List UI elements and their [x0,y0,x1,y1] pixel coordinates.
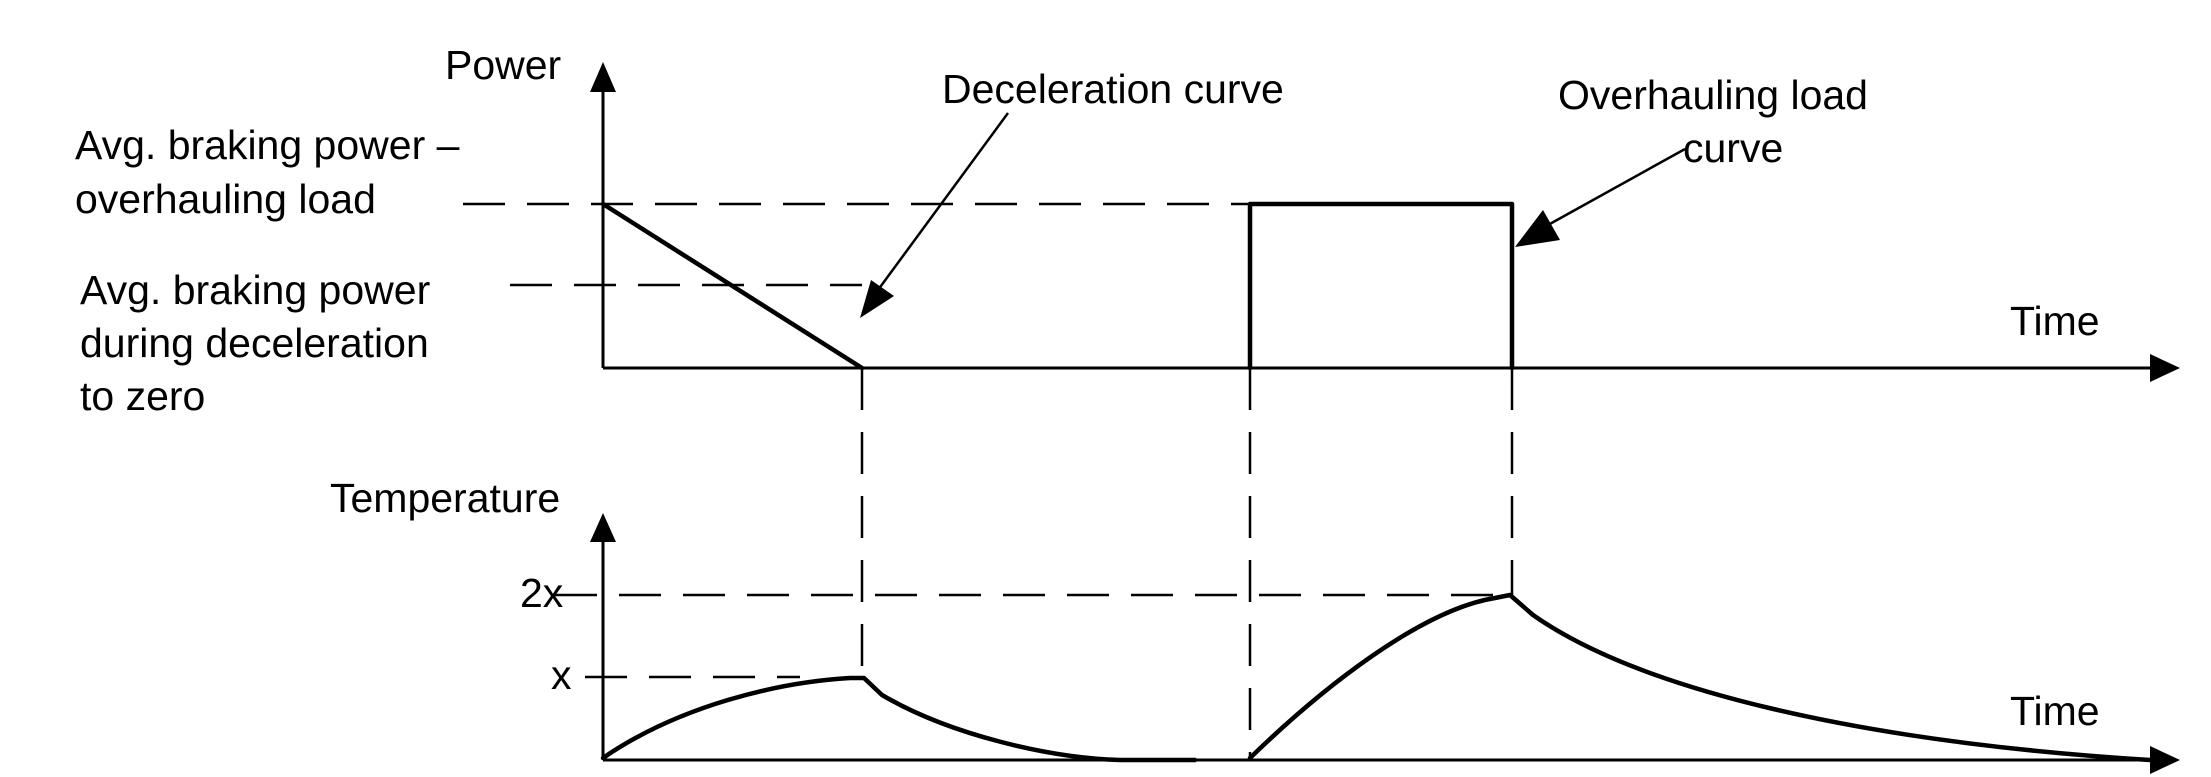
temperature-graph: Temperature Time 2x x [330,475,2180,774]
power-y-axis-arrowhead [590,62,616,92]
overhauling-load-curve [1247,201,1515,371]
deceleration-level-label-line2: during deceleration [80,320,429,366]
power-x-axis-arrowhead [2150,354,2180,382]
temperature-x-axis-arrowhead [2150,746,2180,774]
vertical-connectors [860,368,1514,758]
overhauling-curve-callout-line1: Overhauling load [1558,72,1868,118]
temperature-curve [600,592,2153,763]
temperature-axis-label: Temperature [330,475,560,521]
power-graph: Power Time Avg. braking power – overhaul… [75,42,2180,419]
deceleration-curve-callout: Deceleration curve [942,66,1284,112]
overhauling-curve-pointer-head [1515,210,1560,247]
deceleration-level-label-line1: Avg. braking power [80,267,430,313]
overhauling-curve-callout-line2: curve [1683,125,1783,171]
overhauling-level-label-line2: overhauling load [75,176,376,222]
temperature-y-axis-arrowhead [590,513,616,542]
overhauling-curve-pointer [1547,147,1686,227]
power-axis-label: Power [445,42,561,88]
temperature-time-axis-label: Time [2010,688,2100,734]
temperature-2x-tick-label: 2x [520,570,564,616]
deceleration-curve-pointer [876,112,1010,291]
overhauling-level-label-line1: Avg. braking power – [75,122,460,168]
deceleration-curve-pointer-head [860,280,894,318]
deceleration-curve [600,201,865,371]
deceleration-level-label-line3: to zero [80,373,205,419]
power-time-axis-label: Time [2010,298,2100,344]
temperature-x-tick-label: x [551,652,572,698]
